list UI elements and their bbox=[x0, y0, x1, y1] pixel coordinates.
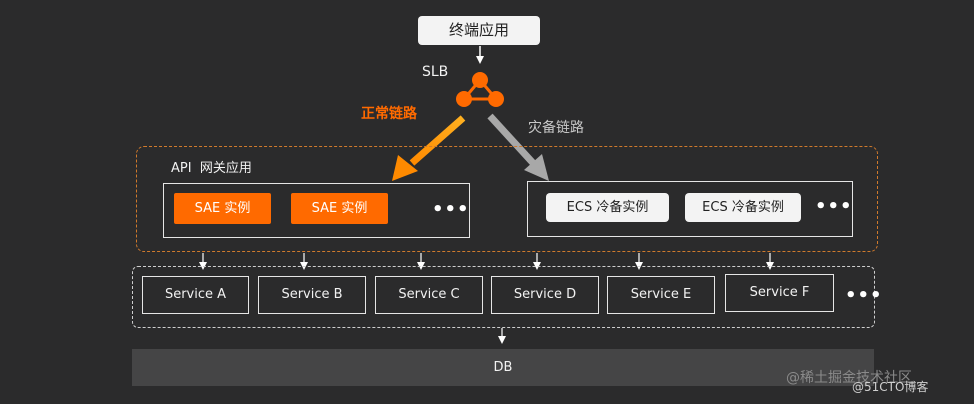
api-gateway-label: API 网关应用 bbox=[171, 161, 252, 176]
disaster-link-arrow bbox=[487, 113, 549, 181]
ecs-instance-group bbox=[527, 181, 853, 237]
watermark-text: @稀土掘金技术社区 bbox=[786, 370, 912, 386]
ecs-instance: ECS 冷备实例 bbox=[685, 193, 801, 222]
more-ellipsis: ••• bbox=[815, 196, 853, 217]
slb-label: SLB bbox=[422, 64, 449, 80]
service-box: Service F bbox=[725, 274, 834, 312]
sae-instance: SAE 实例 bbox=[291, 193, 388, 224]
sae-instance-group bbox=[163, 183, 470, 238]
slb-icon bbox=[456, 72, 504, 107]
more-ellipsis: ••• bbox=[432, 199, 470, 220]
normal-link-arrow bbox=[392, 115, 466, 181]
more-ellipsis: ••• bbox=[845, 285, 883, 306]
client-app-box: 终端应用 bbox=[418, 16, 540, 45]
service-box: Service C bbox=[375, 276, 483, 314]
watermark-subtext: @51CTO博客 bbox=[852, 380, 929, 394]
ecs-instance: ECS 冷备实例 bbox=[546, 193, 669, 222]
service-box: Service E bbox=[607, 276, 715, 314]
database-box: DB bbox=[132, 349, 874, 386]
service-box: Service A bbox=[142, 276, 249, 314]
service-box: Service B bbox=[258, 276, 366, 314]
api-gateway-container bbox=[136, 146, 878, 252]
disaster-link-label: 灾备链路 bbox=[528, 120, 584, 136]
normal-link-label: 正常链路 bbox=[361, 106, 417, 122]
services-container bbox=[132, 266, 875, 328]
sae-instance: SAE 实例 bbox=[174, 193, 271, 224]
gateway-to-services-arrows bbox=[199, 253, 774, 270]
service-box: Service D bbox=[491, 276, 599, 314]
